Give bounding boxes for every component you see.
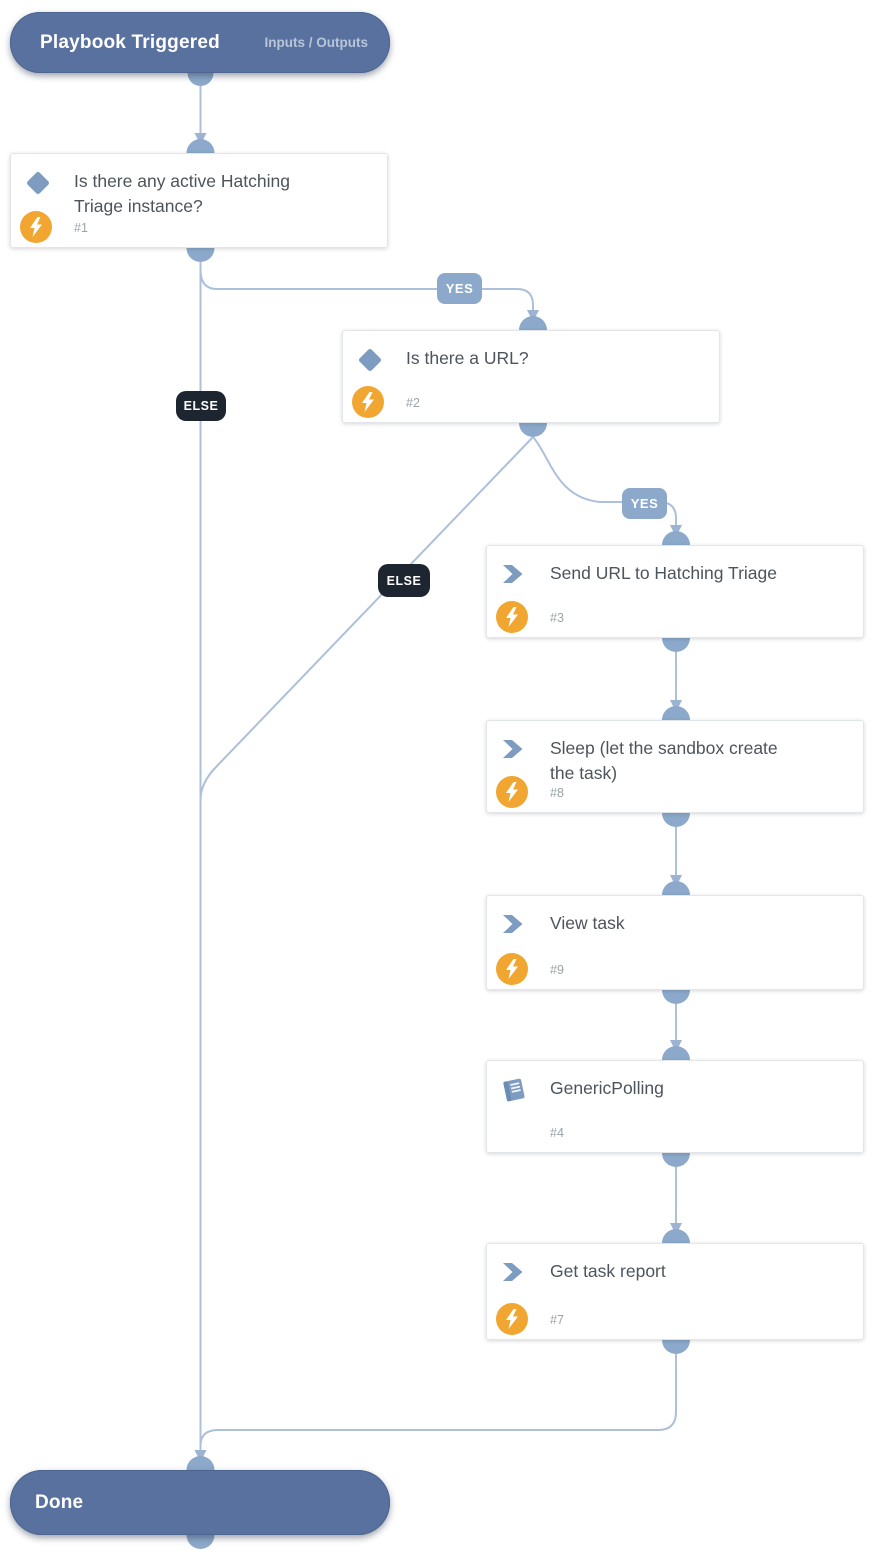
task-title: Get task report [550,1261,666,1281]
task-title: View task [550,913,625,933]
start-node[interactable]: Playbook Triggered Inputs / Outputs [10,12,390,73]
task-card-8[interactable]: Sleep (let the sandbox create the task) … [486,720,864,813]
task-card-1[interactable]: Is there any active Hatching Triage inst… [10,153,388,248]
start-node-title: Playbook Triggered [40,31,220,53]
end-node[interactable]: Done [10,1470,390,1535]
branch-label-yes-2: YES [622,488,667,519]
command-icon [501,1260,527,1286]
task-title: Is there any active Hatching Triage inst… [74,171,290,217]
condition-icon [25,170,51,196]
playbook-icon [501,1077,527,1103]
task-id: #4 [550,1126,564,1140]
condition-icon [357,347,383,373]
automation-icon [496,776,528,808]
task-id: #3 [550,611,564,625]
branch-label-else-1: ELSE [176,391,226,421]
task-card-9[interactable]: View task #9 [486,895,864,990]
task-title: Sleep (let the sandbox create the task) [550,738,778,784]
end-node-title: Done [35,1491,84,1513]
task-title: GenericPolling [550,1078,664,1098]
task-id: #9 [550,963,564,977]
command-icon [501,912,527,938]
automation-icon [496,953,528,985]
automation-icon [496,601,528,633]
command-icon [501,562,527,588]
task-title: Send URL to Hatching Triage [550,563,777,583]
task-title: Is there a URL? [406,348,529,368]
task-id: #1 [74,221,88,235]
branch-label-else-2: ELSE [378,564,430,597]
inputs-outputs-button[interactable]: Inputs / Outputs [264,35,369,50]
task-id: #8 [550,786,564,800]
command-icon [501,737,527,763]
connector-lines [199,80,677,1450]
branch-label-yes-1: YES [437,273,482,304]
task-card-7[interactable]: Get task report #7 [486,1243,864,1340]
automation-icon [496,1303,528,1335]
task-card-3[interactable]: Send URL to Hatching Triage #3 [486,545,864,638]
automation-icon [20,211,52,243]
task-id: #2 [406,396,420,410]
automation-icon [352,386,384,418]
task-card-4[interactable]: GenericPolling #4 [486,1060,864,1153]
task-id: #7 [550,1313,564,1327]
task-card-2[interactable]: Is there a URL? #2 [342,330,720,423]
